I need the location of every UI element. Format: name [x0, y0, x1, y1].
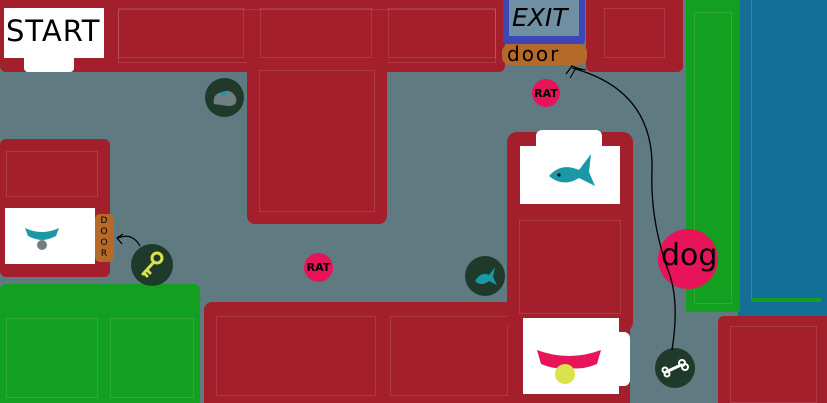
wall-seg-2 — [260, 8, 372, 58]
arrow-to-side-door — [117, 235, 141, 247]
wall-bottom-seg-1 — [216, 316, 376, 396]
fish-card-tab — [536, 130, 602, 150]
grass-bottom-left — [0, 284, 200, 403]
fish-icon — [475, 267, 497, 285]
collar-card-tab — [612, 332, 630, 386]
wall-top-right — [586, 0, 683, 72]
exit-panel — [509, 0, 579, 36]
rock-token[interactable] — [205, 78, 244, 117]
wall-bottom-seg-2 — [390, 316, 508, 396]
collar-icon — [537, 350, 601, 384]
exit-label: EXIT — [512, 3, 568, 32]
wall-seg-3 — [388, 8, 496, 58]
start-tab — [24, 52, 74, 72]
side-door-label: DOOR — [100, 216, 108, 259]
grass-strip — [751, 0, 821, 302]
bone-token[interactable] — [655, 348, 695, 388]
wall-seg-1 — [118, 8, 244, 58]
fish-icon — [549, 154, 595, 186]
rock-icon — [213, 90, 236, 106]
key-icon — [141, 251, 164, 278]
dog[interactable] — [658, 229, 718, 289]
arrow-to-exit — [571, 67, 676, 351]
water-area — [738, 0, 827, 318]
side-door[interactable] — [95, 214, 114, 262]
fish-token[interactable] — [465, 256, 505, 296]
start-tile[interactable] — [4, 8, 104, 58]
key-token[interactable] — [131, 244, 173, 286]
rat-middle[interactable]: RAT — [304, 253, 333, 282]
top-door-label: door — [507, 42, 561, 66]
hat-icon — [25, 228, 59, 250]
top-door[interactable] — [502, 44, 587, 65]
start-label: START — [6, 14, 101, 48]
rat-middle-label: RAT — [306, 261, 331, 274]
bone-icon — [661, 359, 689, 378]
rat-top-label: RAT — [534, 86, 558, 100]
wall-center-column — [247, 60, 387, 224]
rat-top[interactable]: RAT — [532, 79, 560, 107]
dog-label: dog — [661, 238, 718, 273]
